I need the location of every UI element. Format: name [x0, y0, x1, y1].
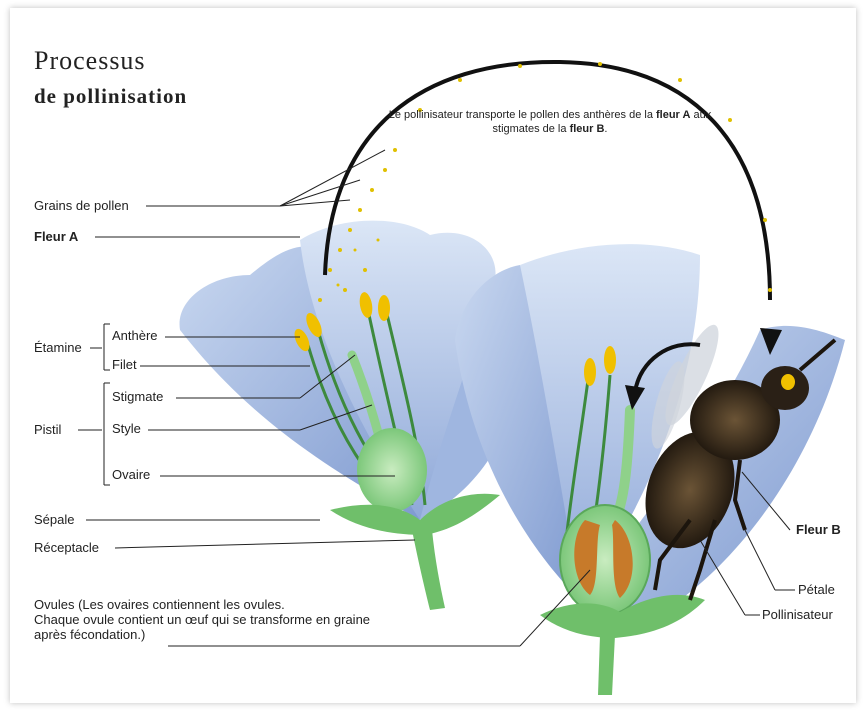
caption: Le pollinisateur transporte le pollen de…: [380, 108, 720, 136]
label-grains-de-pollen: Grains de pollen: [34, 198, 129, 213]
label-style: Style: [112, 421, 141, 436]
label-anthere: Anthère: [112, 328, 158, 343]
caption-part-3: .: [604, 123, 607, 135]
caption-fleur-a: fleur A: [656, 109, 690, 121]
label-ovules: Ovules (Les ovaires contiennent les ovul…: [34, 597, 454, 642]
bee-pollen-spot: [781, 374, 795, 390]
ovules-line-2: Chaque ovule contient un œuf qui se tran…: [34, 612, 454, 627]
label-fleur-b: Fleur B: [796, 522, 841, 537]
flower-b-stem: [598, 635, 615, 695]
ovules-line-1: Ovules (Les ovaires contiennent les ovul…: [34, 597, 454, 612]
title-line-1: Processus: [34, 46, 146, 76]
label-pistil: Pistil: [34, 422, 61, 437]
label-ovaire: Ovaire: [112, 467, 150, 482]
label-fleur-a: Fleur A: [34, 229, 78, 244]
caption-fleur-b: fleur B: [570, 123, 605, 135]
flower-b-anther: [604, 346, 616, 374]
label-stigmate: Stigmate: [112, 389, 163, 404]
flower-b-ovary: [560, 505, 650, 615]
flower-b-anther: [584, 358, 596, 386]
flower-a-ovary: [357, 428, 427, 512]
title-line-2: de pollinisation: [34, 84, 187, 109]
ovules-line-3: après fécondation.): [34, 627, 454, 642]
flower-a: [180, 221, 513, 610]
label-petale: Pétale: [798, 582, 835, 597]
caption-part-1: Le pollinisateur transporte le pollen de…: [389, 109, 656, 121]
label-sepale: Sépale: [34, 512, 74, 527]
label-receptacle: Réceptacle: [34, 540, 99, 555]
label-etamine: Étamine: [34, 340, 82, 355]
flower-a-anther: [378, 295, 390, 321]
label-filet: Filet: [112, 357, 137, 372]
flower-b: [455, 244, 845, 695]
label-pollinisateur: Pollinisateur: [762, 607, 833, 622]
